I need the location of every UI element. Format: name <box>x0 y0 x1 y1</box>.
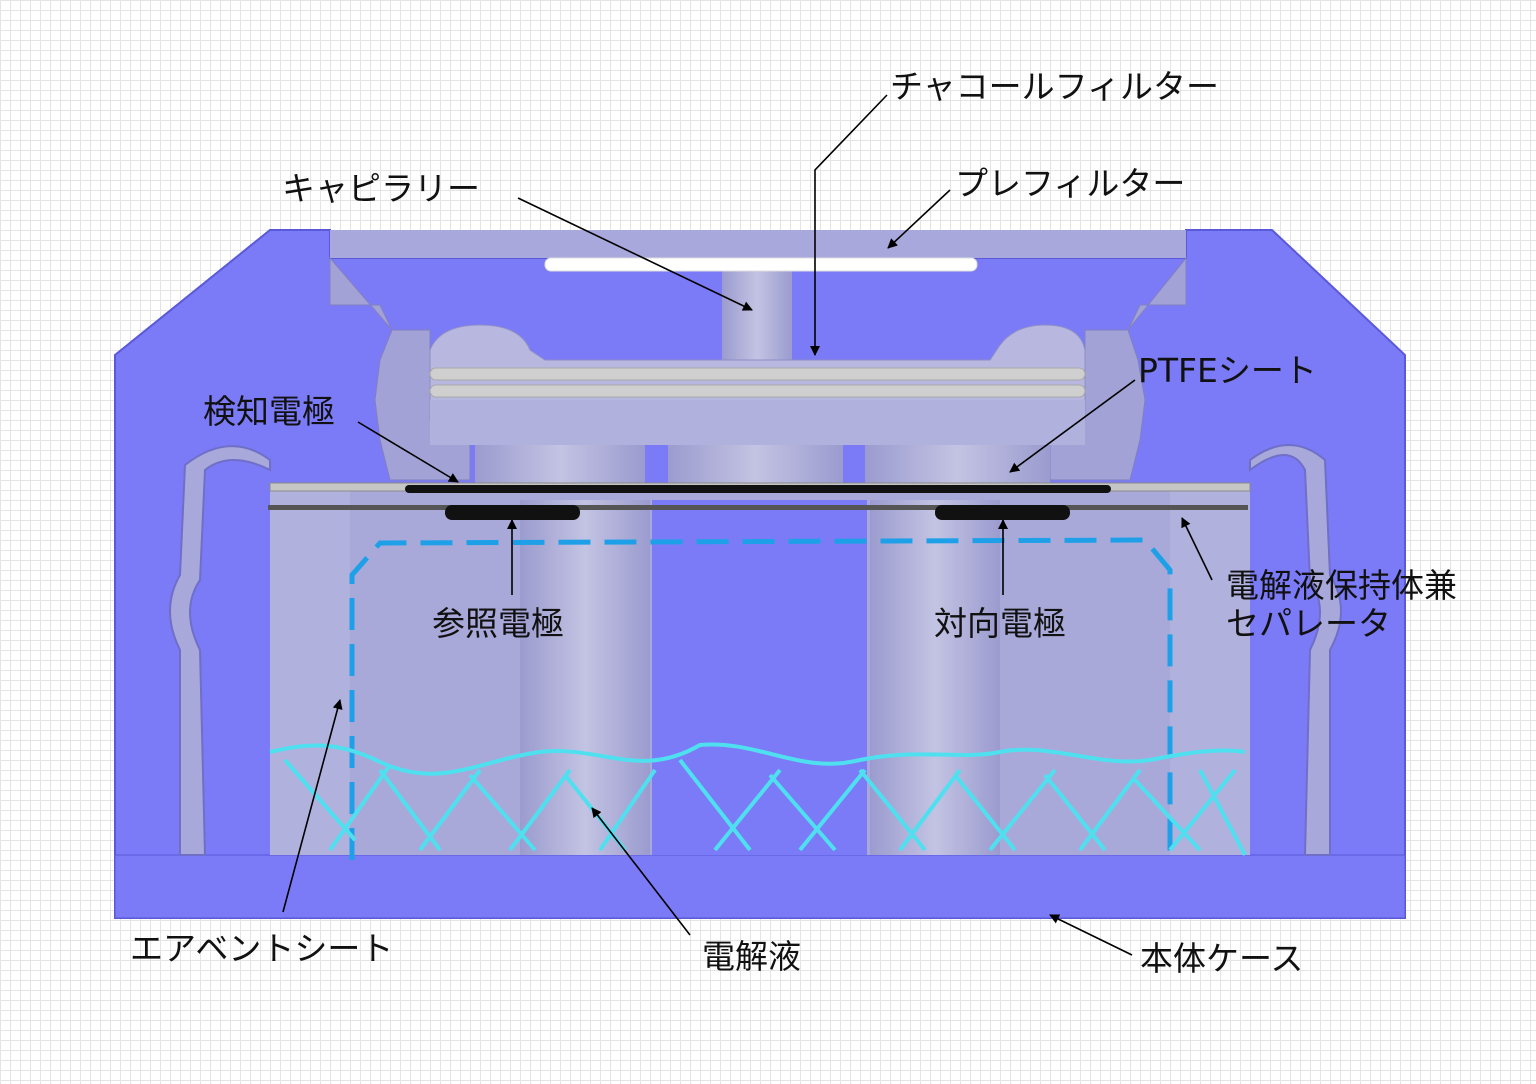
label-reference-electrode: 参照電極 <box>432 604 564 643</box>
separator-line <box>268 505 1248 510</box>
interior-column-right <box>1170 485 1250 855</box>
leader-ptfe-sheet <box>1009 379 1136 473</box>
label-capillary: キャピラリー <box>282 169 480 208</box>
leader-air-vent-sheet <box>282 699 343 913</box>
label-electrolyte: 電解液 <box>702 937 801 976</box>
label-counter-electrode: 対向電極 <box>934 604 1066 643</box>
top-cap <box>330 230 1186 258</box>
upper-post-right <box>865 445 1050 485</box>
charcoal-filter-layer1 <box>429 367 1086 381</box>
counter-electrode <box>935 505 1070 520</box>
leader-sensing-electrode <box>357 421 459 483</box>
leader-electrolyte <box>591 807 691 936</box>
case-bottom-rim <box>114 854 1406 919</box>
electrolyte-wave <box>269 742 1246 776</box>
air-vent-sheet-outline <box>349 537 1173 862</box>
leader-body-case <box>1049 914 1133 956</box>
pillar-left <box>520 500 650 855</box>
leader-lines <box>282 94 1213 956</box>
leader-capillary <box>517 197 753 311</box>
leader-separator <box>1181 517 1213 581</box>
label-separator-line2: セパレータ <box>1226 603 1391 643</box>
charcoal-filter-layer2 <box>429 384 1086 398</box>
filter-seat <box>430 400 1085 445</box>
label-air-vent-sheet: エアベントシート <box>130 929 394 968</box>
label-charcoal-filter: チャコールフィルター <box>890 67 1220 106</box>
label-separator-line1: 電解液保持体兼 <box>1226 566 1457 605</box>
label-ptfe-sheet: PTFEシート <box>1138 351 1317 390</box>
prefilter-bar <box>544 257 978 272</box>
label-sensing-electrode: 検知電極 <box>203 392 335 431</box>
pillar-right <box>870 500 1000 855</box>
label-body-case: 本体ケース <box>1140 939 1304 978</box>
interior-column-left <box>270 485 350 855</box>
reference-electrode <box>445 505 580 520</box>
sensing-electrode <box>405 485 1111 493</box>
upper-post-center <box>668 445 843 485</box>
leader-prefilter <box>887 189 951 249</box>
side-wall-right <box>1249 444 1342 856</box>
upper-post-left <box>475 445 645 485</box>
center-opening <box>652 500 867 855</box>
side-wall-left <box>169 445 271 856</box>
leader-charcoal-filter <box>810 94 888 356</box>
label-separator: 電解液保持体兼 セパレータ <box>1226 567 1457 643</box>
label-prefilter: プレフィルター <box>955 164 1186 203</box>
capillary-tube <box>722 268 792 368</box>
